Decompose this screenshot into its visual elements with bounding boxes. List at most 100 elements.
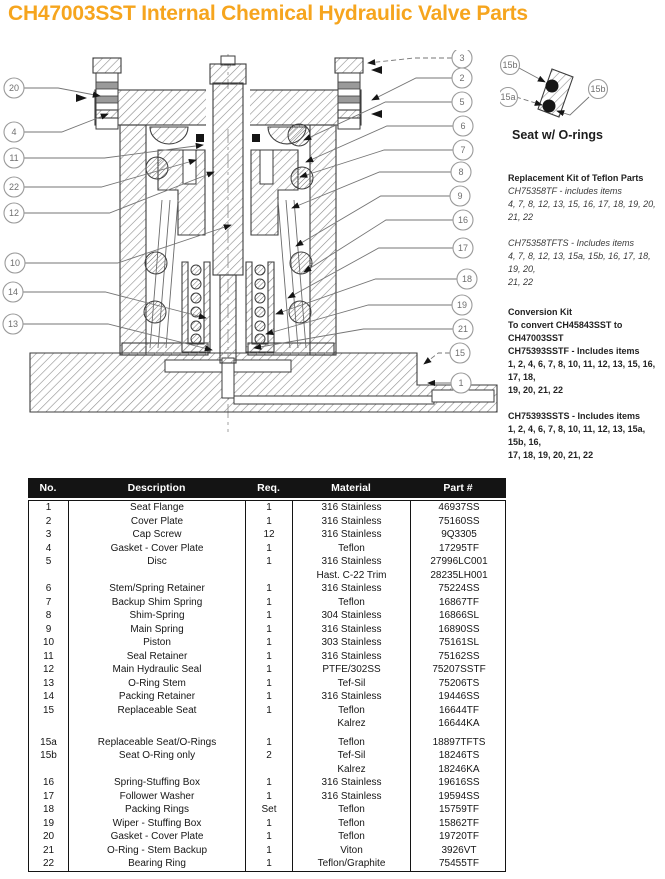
cell-material: Hast. C-22 Trim <box>293 568 411 582</box>
callout-label-15: 15 <box>455 348 465 358</box>
cell-part: 15862TF <box>438 817 480 829</box>
cell-description: Packing Retainer <box>69 690 246 704</box>
cell-req: 1 <box>246 501 293 515</box>
cell-part: 19446SS <box>438 691 480 702</box>
callout-label-12: 12 <box>9 208 19 218</box>
kit-line: CH75393SSTS - Includes items <box>508 411 641 421</box>
cell-material: 316 Stainless <box>293 789 411 803</box>
callout-label-22: 22 <box>9 182 19 192</box>
cell-no: 11 <box>29 649 69 663</box>
leader-15b-top <box>518 67 546 83</box>
leader-line-18 <box>275 278 457 315</box>
cell-description: Follower Washer <box>69 789 246 803</box>
callout-15b-top <box>499 54 521 76</box>
kit-line: 19, 20, 21, 22 <box>508 385 564 395</box>
cell-part: 15759TF <box>438 804 480 815</box>
cell-description: Spring-Stuffing Box <box>69 776 246 790</box>
callout-10 <box>4 252 26 274</box>
cell-material: Teflon <box>293 803 411 817</box>
cell-req: 1 <box>246 703 293 717</box>
callout-label-11: 11 <box>9 153 18 163</box>
cell-req <box>246 568 293 582</box>
cell-part: 18246TS <box>438 750 480 761</box>
col-header-part: Part # <box>443 482 473 494</box>
o-ring-stem-left <box>196 134 204 142</box>
cell-part: 16890SS <box>438 623 480 635</box>
callout-15b-right <box>587 78 609 100</box>
cell-part: 16866SL <box>438 610 480 621</box>
cell-material: 304 Stainless <box>293 609 411 623</box>
cell-description <box>69 717 246 731</box>
cell-req: 2 <box>246 749 293 763</box>
cell-material: 316 Stainless <box>293 582 411 596</box>
callout-label-1: 1 <box>458 378 463 388</box>
cell-description: Gasket - Cover Plate <box>69 830 246 844</box>
leader-line-16 <box>303 219 453 273</box>
cell-material: 316 Stainless <box>293 501 411 515</box>
cell-part: 18246KA <box>438 763 480 775</box>
o-ring <box>145 156 169 180</box>
cell-description: Gasket - Cover Plate <box>69 541 246 555</box>
retainer-slot-right <box>259 149 274 185</box>
callout-4 <box>3 121 25 143</box>
cell-description: Disc <box>69 555 246 569</box>
callout-22 <box>3 176 25 198</box>
o-ring <box>144 251 168 275</box>
cell-req: 1 <box>246 609 293 623</box>
stem-bore <box>221 357 235 399</box>
cell-no: 13 <box>29 676 69 690</box>
cell-description: Shim-Spring <box>69 609 246 623</box>
cell-part: 75224SS <box>438 583 480 594</box>
cell-part: 3926VT <box>441 844 477 856</box>
cell-description <box>69 568 246 582</box>
leader-line-8 <box>291 171 451 209</box>
cell-material: Tef-Sil <box>293 749 411 763</box>
cell-part: 75455TF <box>438 858 480 869</box>
cell-material: Teflon <box>293 703 411 717</box>
cell-no: 21 <box>29 843 69 857</box>
cell-no: 3 <box>29 528 69 542</box>
cell-part: 19616SS <box>438 777 480 788</box>
cell-no: 15a <box>29 730 69 749</box>
cell-req: 1 <box>246 555 293 569</box>
col-header-description: Description <box>127 482 186 494</box>
callout-label-5: 5 <box>459 97 464 107</box>
cell-part: 27996LC001 <box>430 556 488 567</box>
callout-11 <box>3 147 25 169</box>
cell-no: 2 <box>29 514 69 528</box>
teflon-kit-heading: Replacement Kit of Teflon Parts <box>508 173 644 183</box>
cell-no: 8 <box>29 609 69 623</box>
callout-label-19: 19 <box>457 300 467 310</box>
conversion-kit-heading: Conversion Kit <box>508 307 573 317</box>
leader-15a <box>515 96 543 106</box>
cell-part: 16867TF <box>438 596 480 608</box>
leader-line-4 <box>24 113 109 133</box>
cell-description: Stem/Spring Retainer <box>69 582 246 596</box>
leader-line-17 <box>287 247 453 299</box>
cell-no: 14 <box>29 690 69 704</box>
cell-material: 303 Stainless <box>293 636 411 650</box>
leader-line-12 <box>24 171 215 214</box>
cell-description: O-Ring - Stem Backup <box>69 843 246 857</box>
kit-notes: Replacement Kit of Teflon Parts CH75358T… <box>508 172 660 475</box>
cell-req: 12 <box>246 528 293 542</box>
callout-5 <box>451 91 473 113</box>
cell-req: 1 <box>246 730 293 749</box>
leader-line-22 <box>24 158 197 188</box>
callout-label-18: 18 <box>462 274 472 284</box>
cell-description: Seat O-Ring only <box>69 749 246 763</box>
stuffing-spring-left <box>190 264 202 345</box>
kit-line: 4, 7, 8, 12, 13, 15, 16, 17, 18, 19, 20,… <box>508 199 656 222</box>
cell-no: 15 <box>29 703 69 717</box>
o-ring <box>290 166 314 190</box>
